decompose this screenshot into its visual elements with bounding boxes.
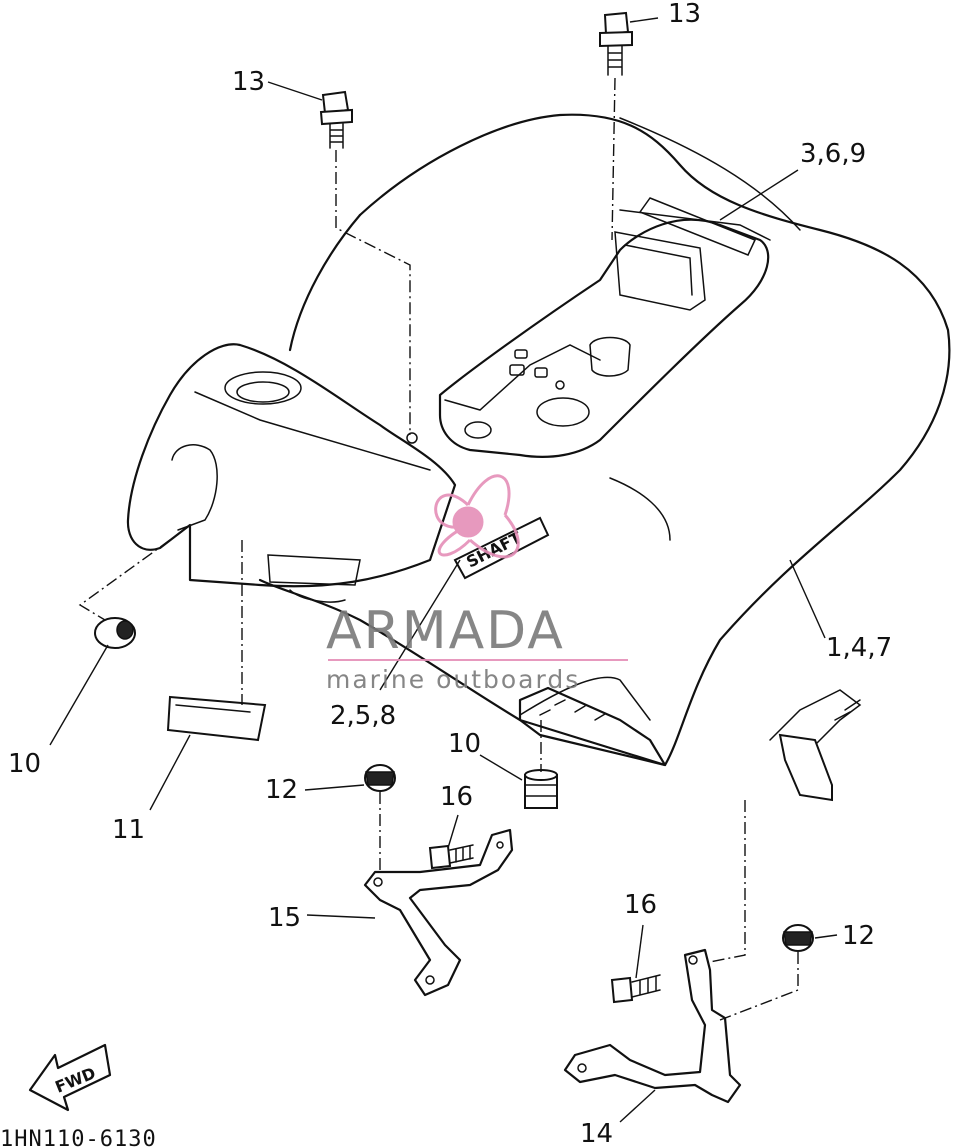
watermark-tagline: marine outboards (326, 665, 580, 694)
bolt-16-left (428, 844, 474, 870)
grommet-10-mid (524, 769, 558, 809)
nut-12-right (782, 924, 814, 952)
callout-10-mid: 10 (448, 729, 481, 759)
bracket-15 (363, 828, 514, 997)
callouts: 13 13 3,6,9 1,4,7 2,5,8 10 10 11 12 16 1… (8, 0, 892, 1148)
callout-11: 11 (112, 815, 145, 845)
bolt-13-top (599, 11, 633, 76)
bolt-16-right (610, 974, 661, 1004)
drawing-code: 1HN110-6130 (0, 1127, 157, 1148)
callout-13-top: 13 (668, 0, 701, 29)
callout-13-left: 13 (232, 67, 265, 97)
frame-fragment (769, 689, 862, 802)
callout-16-right: 16 (624, 890, 657, 920)
rear-fender (126, 113, 951, 767)
nut-12-left (364, 764, 396, 792)
callout-3-6-9: 3,6,9 (800, 139, 866, 169)
bolt-13-left (319, 90, 353, 149)
grommet-10-left (94, 617, 136, 649)
callout-14: 14 (580, 1119, 613, 1148)
watermark-logo-icon (434, 474, 520, 559)
callout-10-left: 10 (8, 749, 41, 779)
callout-2-5-8: 2,5,8 (330, 701, 396, 731)
callout-12-left: 12 (265, 775, 298, 805)
callout-12-right: 12 (842, 921, 875, 951)
bracket-14 (563, 948, 742, 1104)
plate-11 (166, 695, 267, 742)
callout-15: 15 (268, 903, 301, 933)
forward-arrow: FWD (28, 1043, 112, 1112)
watermark-brand: ARMADA (326, 601, 565, 661)
watermark: ARMADA marine outboards (326, 474, 628, 694)
callout-1-4-7: 1,4,7 (826, 633, 892, 663)
leader-lines (49, 17, 838, 1123)
callout-16-left: 16 (440, 782, 473, 812)
